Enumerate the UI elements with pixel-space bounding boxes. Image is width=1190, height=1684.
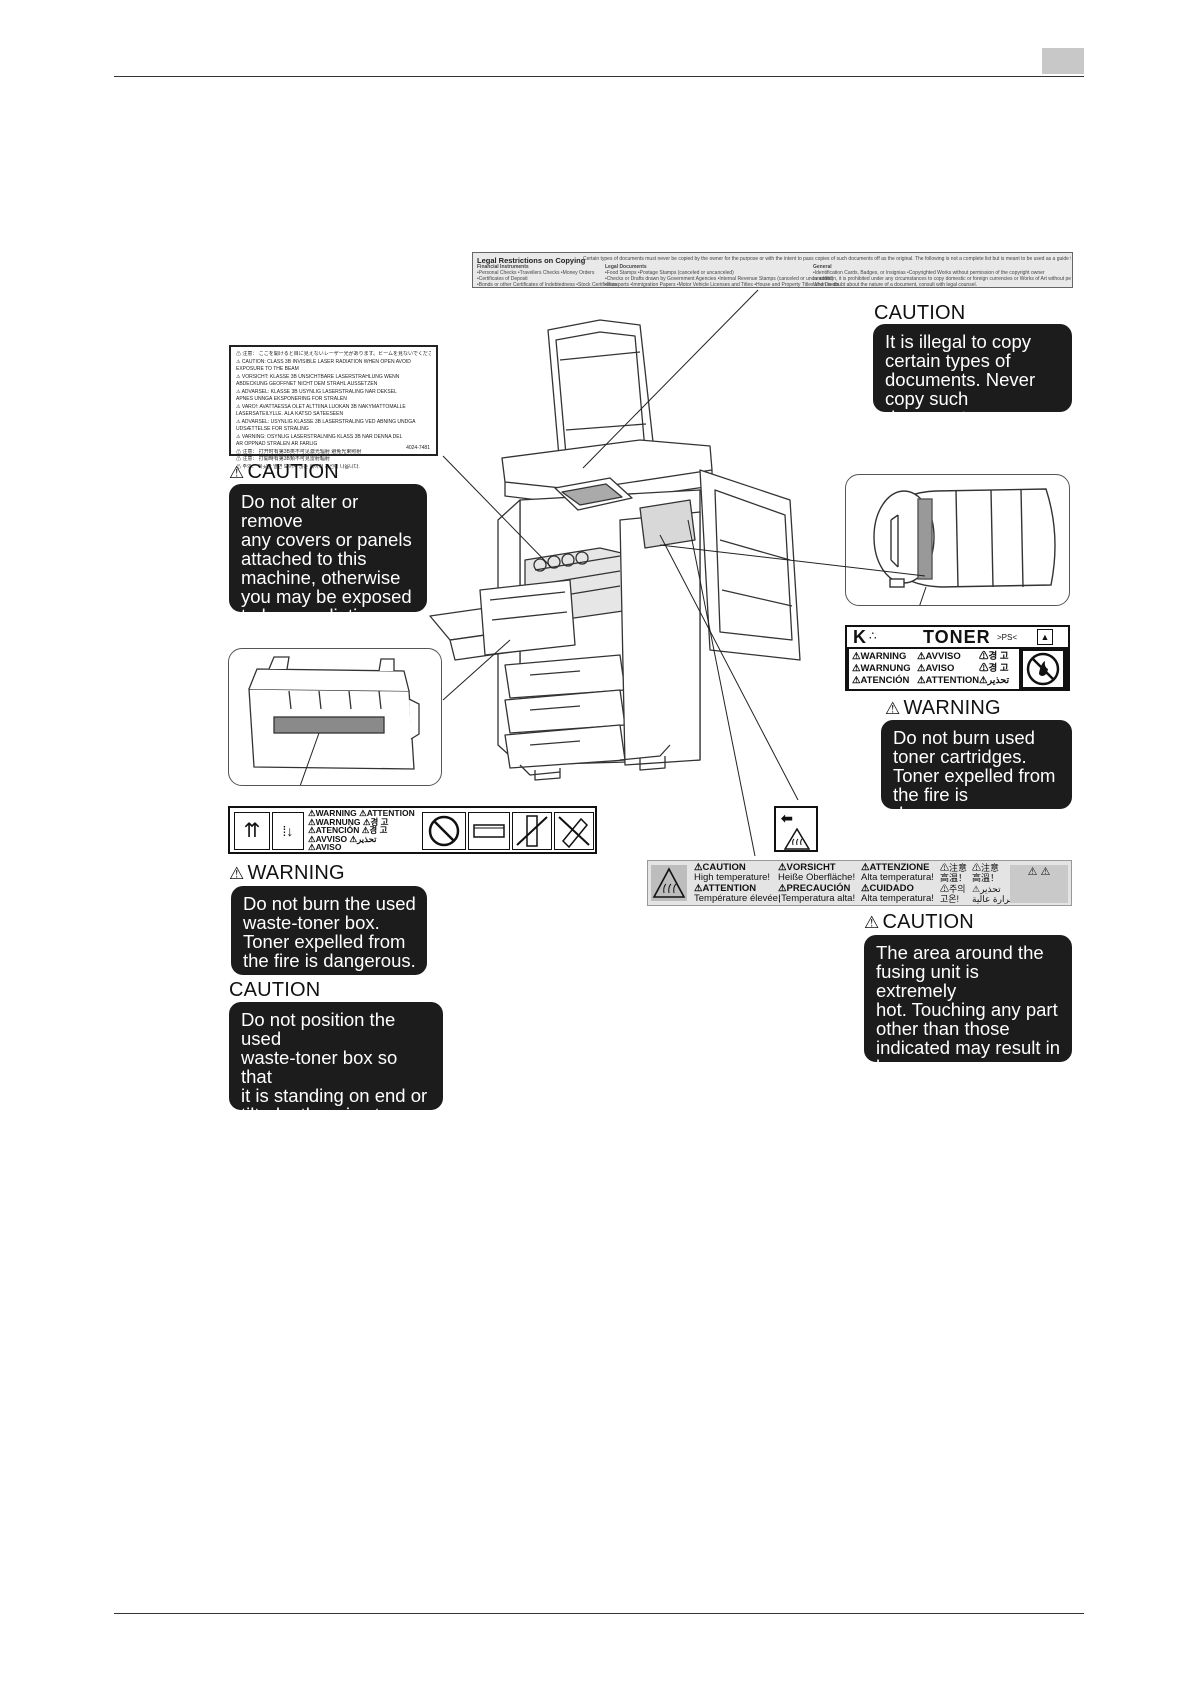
footer-rule bbox=[114, 1613, 1084, 1614]
copier-machine-illustration bbox=[0, 0, 1190, 1120]
